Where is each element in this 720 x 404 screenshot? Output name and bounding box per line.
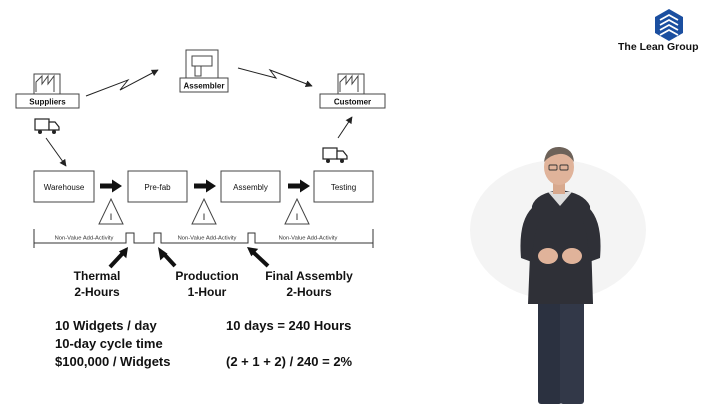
stat-pce-formula: (2 + 1 + 2) / 240 = 2%	[226, 354, 353, 369]
brand-name: The Lean Group	[618, 41, 699, 53]
stat-total-hours: 10 days = 240 Hours	[226, 318, 352, 333]
process-box-warehouse	[33, 170, 95, 203]
material-flow-supplier-warehouse	[45, 137, 67, 167]
timeline-nva-label-1: Non-Value Add-Activity	[55, 236, 114, 242]
callout-thermal-name: Thermal	[74, 269, 121, 283]
assembler-label: Assembler	[184, 82, 225, 91]
info-flow-supplier-assembler	[85, 69, 159, 97]
process-label-warehouse: Warehouse	[44, 183, 85, 192]
timeline-nva-label-2: Non-Value Add-Activity	[178, 236, 237, 242]
callout-production-time: 1-Hour	[188, 285, 227, 299]
process-box-prefab	[127, 170, 188, 203]
supplier-label: Suppliers	[29, 98, 66, 107]
inventory-triangle-3: I	[284, 197, 310, 225]
supplier-box	[15, 93, 80, 109]
callout-final-assembly-time: 2-Hours	[286, 285, 332, 299]
process-label-prefab: Pre-fab	[144, 183, 171, 192]
svg-text:I: I	[110, 212, 113, 222]
process-label-testing: Testing	[331, 183, 356, 192]
presenter-image	[470, 146, 646, 404]
stat-cycle-time: 10-day cycle time	[55, 336, 163, 351]
supplier-factory-icon	[33, 73, 61, 95]
assembler-box	[179, 77, 229, 93]
customer-truck-icon	[322, 147, 348, 163]
process-label-assembly: Assembly	[233, 183, 268, 192]
process-box-assembly	[220, 170, 281, 203]
callout-arrow-production	[158, 247, 177, 268]
material-flow-testing-customer	[337, 116, 353, 139]
push-arrow-3	[288, 179, 310, 193]
stat-price: $100,000 / Widgets	[55, 354, 171, 369]
callout-arrow-final-assembly	[247, 247, 270, 268]
timeline-ladder	[34, 232, 373, 244]
push-arrow-1	[100, 179, 122, 193]
inventory-triangle-1: I	[98, 197, 124, 225]
customer-box	[319, 93, 386, 109]
push-arrow-2	[194, 179, 216, 193]
process-box-testing	[313, 170, 374, 203]
inventory-triangle-2: I	[191, 197, 217, 225]
callout-production-name: Production	[175, 269, 238, 283]
info-flow-assembler-customer	[237, 67, 313, 88]
svg-text:I: I	[296, 212, 299, 222]
customer-label: Customer	[334, 98, 371, 107]
assembler-factory-icon	[185, 49, 219, 79]
customer-factory-icon	[337, 73, 365, 95]
lean-group-logo-icon	[655, 9, 683, 41]
supplier-truck-icon	[34, 118, 60, 134]
stat-widgets-per-day: 10 Widgets / day	[55, 318, 157, 333]
callout-thermal-time: 2-Hours	[74, 285, 120, 299]
callout-final-assembly-name: Final Assembly	[265, 269, 353, 283]
timeline-nva-label-3: Non-Value Add-Activity	[279, 236, 338, 242]
svg-text:I: I	[203, 212, 206, 222]
callout-arrow-thermal	[108, 247, 128, 269]
